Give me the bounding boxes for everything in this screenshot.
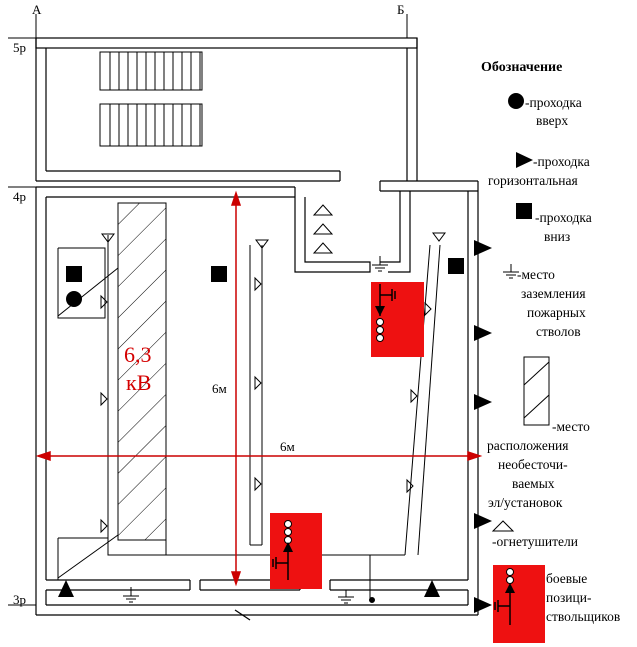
- direction-marks: [100, 232, 446, 534]
- extinguisher-group: [312, 204, 334, 254]
- grounding-icon: [338, 590, 354, 604]
- voltage-label-line1: 6,3: [124, 342, 152, 367]
- fighter-position-2: [270, 513, 322, 589]
- passage-horizontal-icon: [474, 513, 492, 529]
- legend-grounding-icon: [503, 264, 519, 279]
- axis-label-a: А: [32, 2, 42, 17]
- legend-position-line2: позици-: [546, 590, 592, 605]
- legend-live-line2: расположения: [487, 438, 568, 453]
- grounding-points: [123, 256, 388, 604]
- legend-position-line1: боевые: [546, 571, 587, 586]
- passage-down-icon: [448, 258, 464, 274]
- legend-pass-down-line1: -проходка: [535, 210, 592, 225]
- legend-pass-horizontal-line2: горизонтальная: [488, 173, 578, 188]
- passage-horizontal-icon: [474, 325, 492, 341]
- legend-grounding-line4: стволов: [536, 324, 581, 339]
- legend-position-icon: [493, 565, 545, 643]
- legend-extinguisher-icon: [491, 520, 515, 532]
- passage-down-icon: [66, 266, 82, 282]
- legend-live-line5: эл/установок: [488, 495, 563, 510]
- legend-pass-horizontal-icon: [516, 152, 533, 168]
- legend-pass-down-line2: вниз: [544, 229, 570, 244]
- grounding-icon: [123, 587, 139, 603]
- legend-live-line4: ваемых: [512, 476, 555, 491]
- legend-live-installation-icon: [523, 356, 550, 426]
- dimension-horizontal-label: 6м: [280, 439, 295, 454]
- legend-grounding-line3: пожарных: [527, 305, 586, 320]
- passage-horizontal-icon: [474, 394, 492, 410]
- legend-pass-up-line2: вверх: [536, 113, 568, 128]
- passage-horizontal-icon: [474, 597, 492, 613]
- dimension-vertical-label: 6м: [212, 381, 227, 396]
- legend-title: Обозначение: [481, 60, 562, 75]
- legend-extinguisher-label: -огнетушители: [492, 534, 578, 549]
- level-label-3: 3р: [13, 592, 26, 607]
- extinguisher-icon: [424, 580, 440, 597]
- dimension-lines: [35, 190, 483, 587]
- legend-live-line1: -место: [552, 419, 590, 434]
- level-label-4: 4р: [13, 189, 26, 204]
- grounding-icon: [372, 256, 388, 272]
- legend-pass-up-icon: [508, 93, 524, 109]
- legend-pass-up-line1: -проходка: [525, 95, 582, 110]
- fighter-position-1: [371, 282, 424, 357]
- axis-lines: [8, 14, 408, 606]
- live-installation-area: [57, 202, 167, 579]
- legend-position-line3: ствольщиков: [546, 609, 620, 624]
- legend: Обозначение -проходка вверх -проходка го…: [481, 60, 620, 643]
- passage-down-icon: [211, 266, 227, 282]
- legend-pass-down-icon: [516, 203, 532, 219]
- staircase: [99, 51, 203, 147]
- passage-horizontal-icon: [474, 240, 492, 256]
- voltage-label-line2: кВ: [126, 370, 151, 395]
- legend-grounding-line1: -место: [517, 267, 555, 282]
- extinguisher-icon: [58, 580, 74, 597]
- axis-label-b: Б: [397, 2, 404, 17]
- passage-up-icon: [66, 291, 82, 307]
- level-label-5: 5р: [13, 40, 26, 55]
- legend-live-line3: необесточи-: [498, 457, 568, 472]
- legend-grounding-line2: заземления: [521, 286, 586, 301]
- legend-pass-horizontal-line1: -проходка: [533, 154, 590, 169]
- passages: [58, 240, 492, 613]
